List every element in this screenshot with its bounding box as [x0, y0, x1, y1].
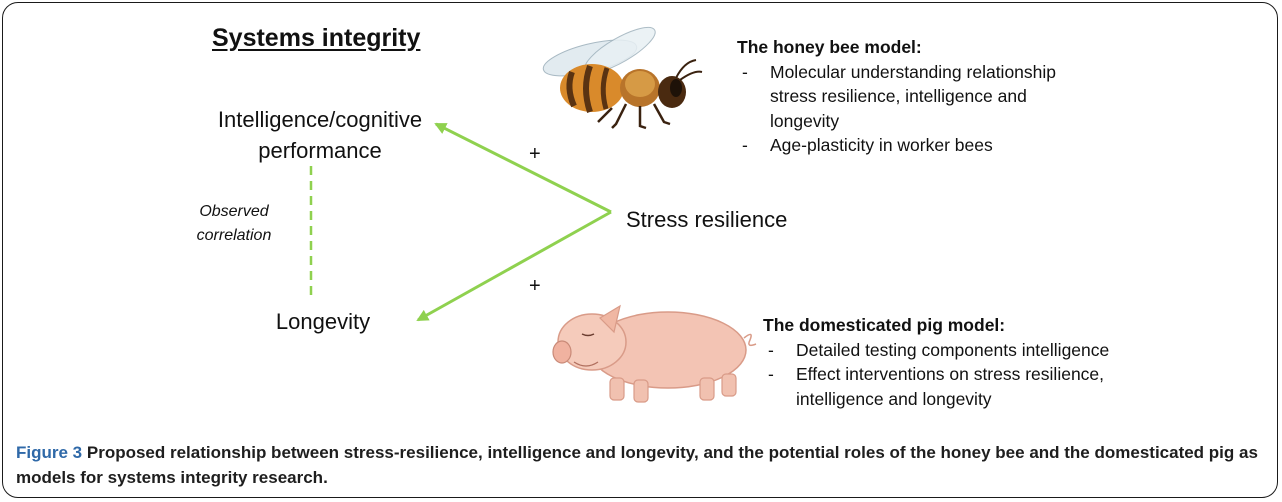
honey-bee-heading: The honey bee model: — [737, 37, 922, 57]
pig-list: Detailed testing components intelligence… — [763, 338, 1123, 412]
list-item: Age-plasticity in worker bees — [737, 133, 1087, 158]
pig-model-panel: The domesticated pig model: Detailed tes… — [763, 313, 1123, 411]
arrow-to-longevity — [416, 210, 612, 322]
pig-heading: The domesticated pig model: — [763, 315, 1006, 335]
list-item: Molecular understanding relationship str… — [737, 60, 1087, 134]
caption-label: Figure 3 — [16, 443, 83, 462]
node-longevity: Longevity — [275, 309, 371, 334]
node-intelligence-line2: performance — [258, 138, 382, 163]
observed-correlation-label: Observed correlation — [188, 200, 280, 248]
list-item: Detailed testing components intelligence — [763, 338, 1123, 363]
node-intelligence-line1: Intelligence/cognitive — [217, 107, 423, 132]
honey-bee-model-panel: The honey bee model: Molecular understan… — [737, 35, 1087, 158]
list-item: Effect interventions on stress resilienc… — [763, 362, 1123, 411]
plus-sign-lower: + — [529, 275, 541, 297]
arrow-to-intelligence — [434, 122, 612, 214]
observed-correlation-line2: correlation — [196, 227, 272, 244]
observed-correlation-line1: Observed — [199, 203, 269, 220]
caption-text: Proposed relationship between stress-res… — [16, 443, 1258, 487]
diagram-title: Systems integrity — [212, 24, 421, 52]
honey-bee-illustration — [542, 26, 703, 130]
honey-bee-list: Molecular understanding relationship str… — [737, 60, 1087, 158]
node-intelligence: Intelligence/cognitive performance — [170, 104, 470, 166]
plus-sign-upper: + — [529, 143, 541, 165]
node-stress-resilience: Stress resilience — [626, 207, 788, 232]
figure-caption: Figure 3 Proposed relationship between s… — [16, 440, 1266, 490]
pig-illustration — [552, 304, 757, 403]
